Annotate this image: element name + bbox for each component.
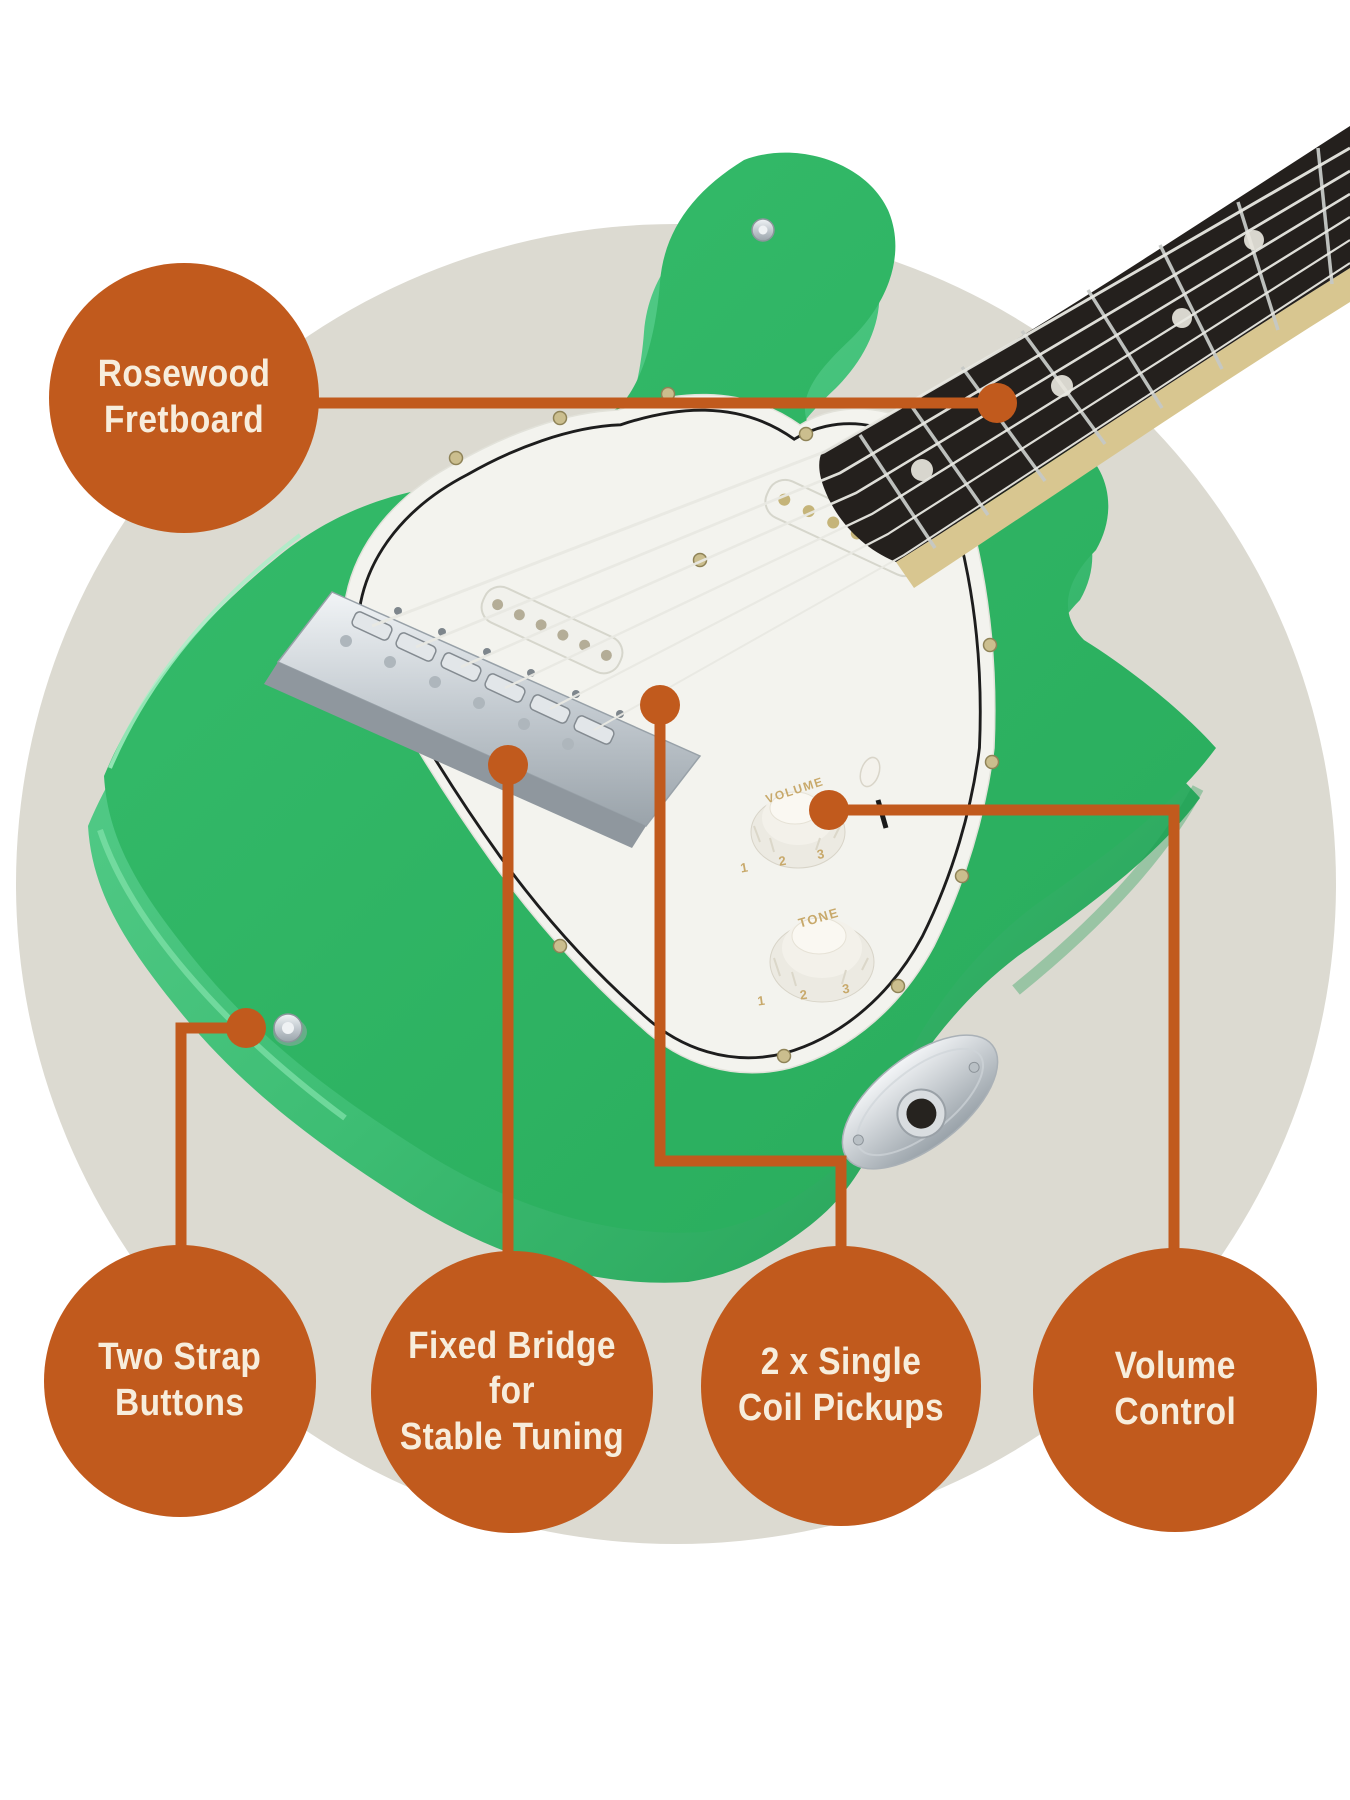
callout-line-two-strap-buttons xyxy=(175,1022,246,1248)
callout-label: Rosewood Fretboard xyxy=(97,353,271,441)
neck-maple-side xyxy=(896,268,1350,588)
callout-dot-two-strap-buttons xyxy=(226,1008,266,1048)
callout-line-volume-control xyxy=(829,804,1180,1251)
callout-dot-rosewood-fretboard xyxy=(977,383,1017,423)
pickguard-pinstripe xyxy=(358,408,982,1060)
callout-label: 2 x Single Coil Pickups xyxy=(738,1341,944,1429)
callout-fixed-bridge: Fixed Bridge for Stable Tuning xyxy=(371,1251,653,1533)
callout-dot-volume-control xyxy=(809,790,849,830)
callout-rosewood-fretboard: Rosewood Fretboard xyxy=(49,263,319,533)
callout-line-single-coil-pickups xyxy=(654,705,847,1249)
callout-single-coil-pickups: 2 x Single Coil Pickups xyxy=(701,1246,981,1526)
strap-button-top xyxy=(751,218,775,242)
callout-volume-control: Volume Control xyxy=(1033,1248,1317,1532)
bridge-springs xyxy=(340,635,574,750)
callout-label: Two Strap Buttons xyxy=(98,1336,262,1424)
callout-dot-fixed-bridge xyxy=(488,745,528,785)
middle-single-coil-pickup xyxy=(480,585,624,675)
callout-label: Volume Control xyxy=(1114,1345,1236,1433)
callout-dot-single-coil-pickups xyxy=(640,685,680,725)
strings xyxy=(371,146,1350,731)
guitar-neck xyxy=(819,126,1350,588)
callout-label: Fixed Bridge for Stable Tuning xyxy=(399,1324,625,1458)
callout-two-strap-buttons: Two Strap Buttons xyxy=(44,1245,316,1517)
bridge xyxy=(264,591,702,848)
rosewood-fretboard-surface xyxy=(819,126,1350,562)
strap-button-bottom xyxy=(273,1013,307,1046)
output-jack-plate xyxy=(841,1034,999,1170)
output-jack-hole xyxy=(906,1098,937,1129)
